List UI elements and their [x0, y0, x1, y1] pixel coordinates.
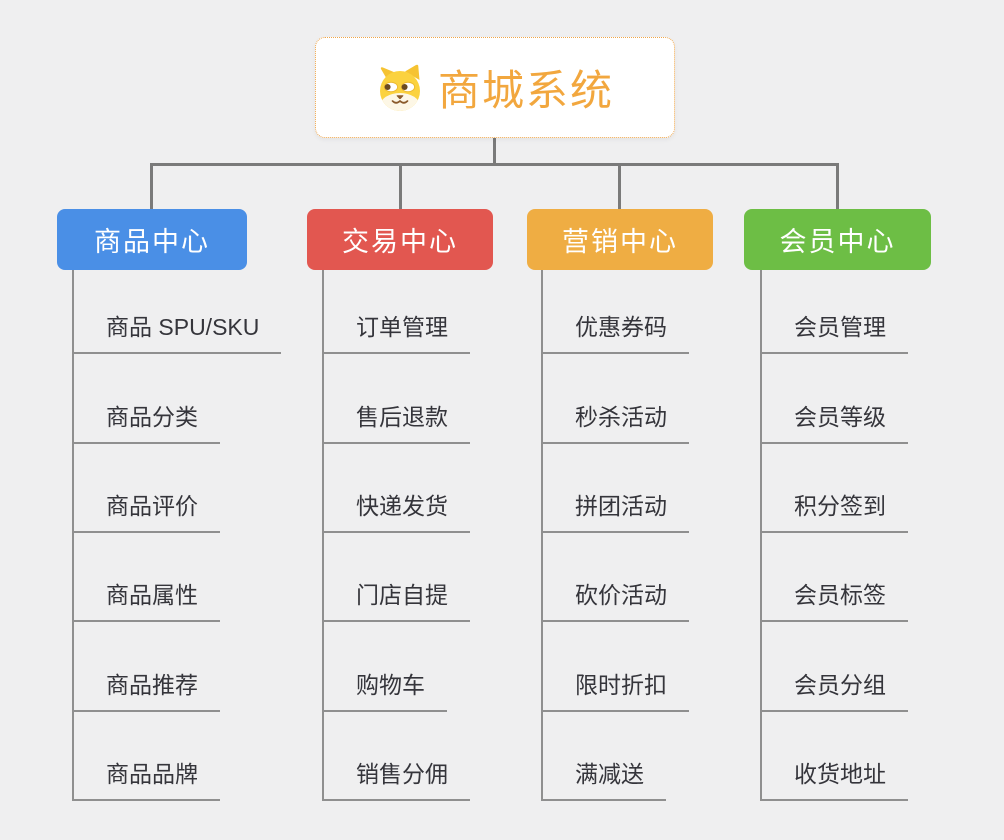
leaf-node[interactable]: 快递发货 [322, 487, 470, 533]
leaf-row: 商品属性 [72, 533, 308, 623]
leaf-row: 商品 SPU/SKU [72, 265, 308, 355]
leaf-row: 积分签到 [760, 444, 996, 533]
leaf-row: 售后退款 [322, 354, 558, 444]
leaf-row: 快递发货 [322, 444, 558, 533]
connector-root-stem [493, 138, 496, 164]
branch-column-products: 商品 SPU/SKU 商品分类 商品评价 商品属性 商品推荐 商品品牌 [72, 265, 308, 801]
leaf-row: 购物车 [322, 622, 558, 712]
leaf-row: 限时折扣 [541, 622, 777, 712]
leaf-row: 商品分类 [72, 354, 308, 444]
leaf-node[interactable]: 收货地址 [760, 755, 908, 801]
leaf-row: 门店自提 [322, 533, 558, 623]
branch-node-trade[interactable]: 交易中心 [307, 209, 493, 270]
leaf-row: 秒杀活动 [541, 354, 777, 444]
leaf-node[interactable]: 商品评价 [72, 487, 220, 533]
connector-drop-trade [399, 163, 402, 210]
leaf-node[interactable]: 积分签到 [760, 487, 908, 533]
leaf-row: 商品推荐 [72, 622, 308, 712]
leaf-node[interactable]: 拼团活动 [541, 487, 689, 533]
leaf-row: 优惠券码 [541, 265, 777, 355]
leaf-row: 会员标签 [760, 533, 996, 623]
leaf-node[interactable]: 购物车 [322, 666, 447, 712]
root-title: 商城系统 [437, 67, 614, 114]
branch-column-marketing: 优惠券码 秒杀活动 拼团活动 砍价活动 限时折扣 满减送 [541, 265, 777, 801]
branch-column-trade: 订单管理 售后退款 快递发货 门店自提 购物车 销售分佣 [322, 265, 558, 801]
leaf-row: 商品评价 [72, 444, 308, 533]
root-node[interactable]: 商城系统 [315, 37, 675, 138]
leaf-row: 会员等级 [760, 354, 996, 444]
leaf-row: 会员管理 [760, 265, 996, 355]
branch-node-marketing[interactable]: 营销中心 [527, 209, 713, 270]
leaf-node[interactable]: 秒杀活动 [541, 398, 689, 444]
branch-column-member: 会员管理 会员等级 积分签到 会员标签 会员分组 收货地址 [760, 265, 996, 801]
leaf-node[interactable]: 订单管理 [322, 308, 470, 355]
leaf-node[interactable]: 销售分佣 [322, 755, 470, 801]
leaf-node[interactable]: 满减送 [541, 755, 666, 801]
leaf-row: 满减送 [541, 712, 777, 801]
leaf-node[interactable]: 商品品牌 [72, 755, 220, 801]
connector-drop-products [150, 163, 153, 210]
leaf-node[interactable]: 商品属性 [72, 576, 220, 623]
leaf-node[interactable]: 售后退款 [322, 398, 470, 444]
leaf-row: 会员分组 [760, 622, 996, 712]
leaf-row: 订单管理 [322, 265, 558, 355]
leaf-node[interactable]: 会员管理 [760, 308, 908, 355]
leaf-node[interactable]: 限时折扣 [541, 666, 689, 712]
leaf-node[interactable]: 会员分组 [760, 666, 908, 712]
leaf-node[interactable]: 商品 SPU/SKU [72, 308, 282, 355]
branch-node-products[interactable]: 商品中心 [57, 209, 247, 270]
leaf-row: 收货地址 [760, 712, 996, 801]
leaf-node[interactable]: 会员等级 [760, 398, 908, 444]
connector-horizontal-bar [150, 163, 839, 166]
leaf-node[interactable]: 商品推荐 [72, 666, 220, 712]
dog-face-icon [379, 64, 420, 111]
leaf-row: 砍价活动 [541, 533, 777, 623]
leaf-node[interactable]: 门店自提 [322, 576, 470, 623]
leaf-node[interactable]: 砍价活动 [541, 576, 689, 623]
leaf-row: 销售分佣 [322, 712, 558, 801]
leaf-row: 商品品牌 [72, 712, 308, 801]
leaf-node[interactable]: 会员标签 [760, 576, 908, 623]
connector-drop-marketing [618, 163, 621, 210]
leaf-node[interactable]: 商品分类 [72, 398, 220, 444]
leaf-row: 拼团活动 [541, 444, 777, 533]
branch-node-member[interactable]: 会员中心 [744, 209, 931, 270]
leaf-node[interactable]: 优惠券码 [541, 308, 689, 355]
connector-drop-member [836, 163, 839, 210]
